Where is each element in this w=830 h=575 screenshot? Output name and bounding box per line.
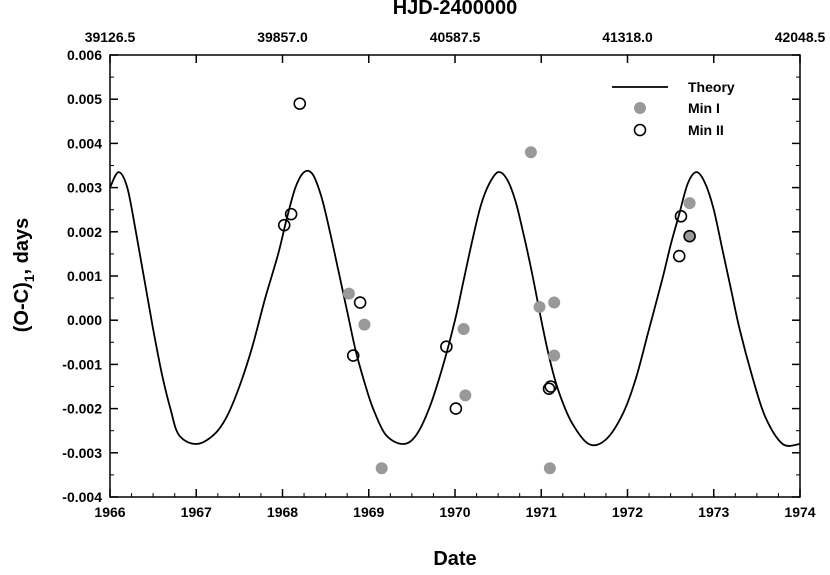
min-ii-point (542, 382, 556, 396)
y-tick-label: -0.004 (62, 489, 102, 505)
min-ii-point (293, 97, 307, 110)
x2-axis-title: HJD-2400000 (393, 0, 518, 19)
min-ii-point (353, 296, 367, 309)
min-i-point (683, 197, 696, 210)
x2-tick-label: 39126.5 (85, 29, 136, 45)
min-ii-point (440, 340, 453, 354)
y-tick-label: 0.005 (67, 91, 102, 107)
x-axis-title: Date (433, 548, 476, 570)
y-tick-label: 0.002 (67, 224, 102, 240)
min-ii-point (346, 349, 360, 362)
x-tick-label: 1972 (612, 504, 643, 520)
legend-min-ii-swatch (633, 123, 647, 137)
y-tick-label: -0.003 (62, 445, 102, 461)
x-tick-label: 1974 (784, 504, 815, 520)
y-tick-label: 0.001 (67, 268, 102, 284)
min-i-point (342, 287, 355, 300)
min-ii-point (277, 218, 291, 232)
legend-min-i-label: Min I (688, 100, 720, 116)
x-tick-label: 1971 (526, 504, 557, 520)
y-tick-label: 0.000 (67, 312, 102, 328)
axis-titles: HJD-2400000 Date (O-C)1, days (11, 0, 517, 570)
x-tick-label: 1970 (439, 504, 470, 520)
min-ii-point (674, 210, 688, 223)
min-i-point (548, 296, 561, 309)
min-i-point (533, 300, 546, 313)
legend-min-i-swatch (634, 102, 646, 114)
x-tick-label: 1973 (698, 504, 729, 520)
points-layer (277, 97, 696, 475)
min-i-point (457, 323, 470, 336)
x2-tick-label: 39857.0 (257, 29, 308, 45)
theory-curve-layer (109, 169, 801, 447)
x2-tick-label: 41318.0 (602, 29, 653, 45)
y-tick-label: 0.004 (67, 135, 102, 151)
min-i-point (548, 349, 561, 362)
min-ii-point (284, 207, 298, 221)
min-ii-point (683, 229, 696, 243)
theory-curve (109, 169, 801, 447)
y-tick-label: -0.001 (62, 356, 102, 372)
x-tick-label: 1968 (267, 504, 298, 520)
y-axis-title-subscript: 1 (21, 274, 37, 282)
min-i-point (543, 462, 556, 475)
min-i-point (358, 318, 371, 331)
min-i-point (375, 462, 388, 475)
legend-theory-label: Theory (688, 79, 735, 95)
x-tick-label: 1967 (181, 504, 212, 520)
y-axis-title-tail: , days (11, 218, 33, 275)
min-ii-point (449, 402, 463, 415)
min-ii-point (544, 380, 558, 393)
min-i-point (524, 146, 537, 159)
x2-tick-label: 40587.5 (430, 29, 481, 45)
min-i-point (459, 389, 472, 402)
y-axis-title-main: (O-C) (11, 282, 33, 332)
y-axis-title: (O-C)1, days (11, 218, 37, 332)
x2-tick-label: 42048.5 (775, 29, 826, 45)
y-tick-label: -0.002 (62, 401, 102, 417)
x-tick-label: 1969 (353, 504, 384, 520)
y-tick-label: 0.003 (67, 180, 102, 196)
y-tick-label: 0.006 (67, 47, 102, 63)
legend-min-ii-label: Min II (688, 122, 724, 138)
min-ii-point (672, 249, 686, 263)
x-tick-label: 1966 (94, 504, 125, 520)
axes-layer: 1966 1967 1968 1969 1970 1971 1972 1973 1974 3912… (62, 29, 825, 520)
